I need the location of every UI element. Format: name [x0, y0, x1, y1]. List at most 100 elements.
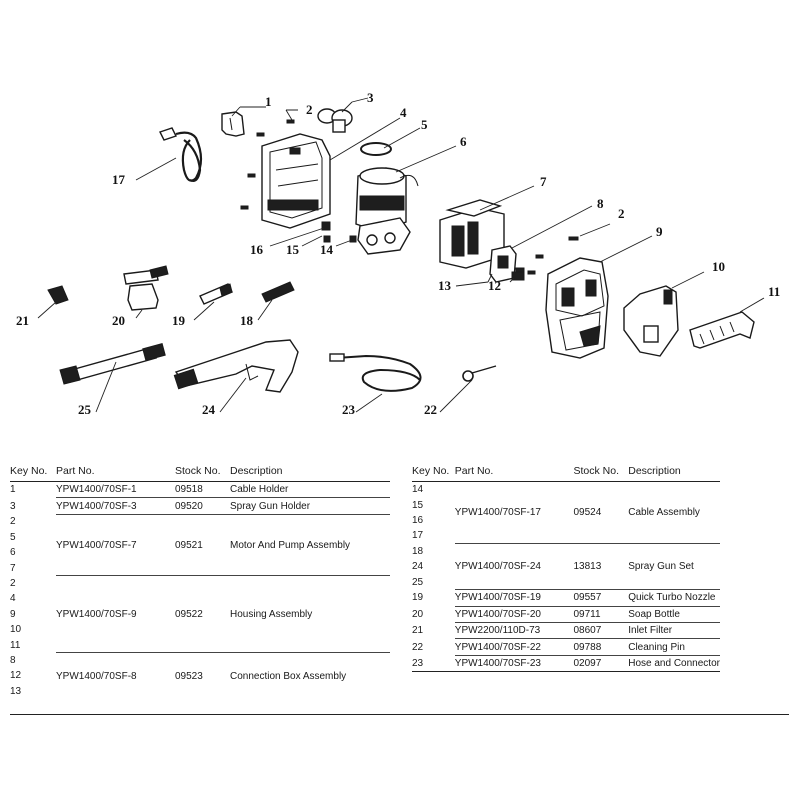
part-14-screw: [349, 235, 357, 243]
key-no: 23: [412, 657, 424, 669]
stock-no: 09788: [573, 638, 629, 656]
callout-12: 12: [488, 278, 501, 293]
callout-3: 3: [367, 90, 374, 105]
callout-19: 19: [172, 313, 186, 328]
key-no: 3: [10, 500, 16, 512]
callout-20: 20: [112, 313, 125, 328]
key-no: 16: [412, 514, 424, 526]
table-row: 15: [412, 497, 720, 512]
table-row: 11: [10, 637, 390, 652]
part-6-motor-pump: [355, 167, 419, 255]
part-18-nozzle: [261, 281, 295, 303]
callout-18: 18: [240, 313, 254, 328]
key-no: 17: [412, 530, 424, 542]
part-no: YPW1400/70SF-9: [56, 575, 175, 654]
parts-table-right: Key No. Part No. Stock No. Description 1…: [412, 464, 720, 671]
screws: [240, 119, 579, 275]
table-row: 2 YPW1400/70SF-7 09521 Motor And Pump As…: [10, 514, 390, 577]
header-description: Description: [628, 464, 720, 482]
part-22-cleaning-pin: [462, 365, 497, 382]
key-no: 6: [10, 547, 16, 559]
key-no: 10: [10, 624, 22, 636]
description: Connection Box Assembly: [230, 670, 347, 682]
key-no: 2: [10, 516, 16, 528]
header-key-no: Key No.: [412, 464, 455, 482]
key-no: 5: [10, 531, 16, 543]
key-no: 15: [412, 499, 424, 511]
part-no: YPW1400/70SF-24: [454, 543, 574, 591]
key-no: 4: [10, 593, 16, 605]
callout-17: 17: [112, 172, 126, 187]
description: Soap Bottle: [628, 606, 720, 624]
part-25-lance: [59, 343, 166, 385]
key-no: 11: [10, 639, 21, 651]
part-17-cable: [159, 127, 203, 182]
key-no: 12: [10, 670, 22, 682]
callout-22: 22: [424, 402, 437, 417]
part-24-spray-gun: [173, 339, 299, 393]
part-3-spray-gun-holder: [317, 108, 353, 133]
part-4-rear-housing: [261, 133, 331, 229]
table-row: 19 YPW1400/70SF-19 09557 Quick Turbo Noz…: [412, 589, 720, 607]
part-5-o-ring: [360, 142, 392, 156]
part-no: YPW1400/70SF-17: [454, 481, 574, 545]
part-no: YPW1400/70SF-3: [56, 497, 175, 515]
description: Spray Gun Set: [628, 543, 720, 591]
stock-no: 13813: [573, 543, 629, 591]
part-20-soap-bottle: [123, 265, 169, 311]
part-9-housing: [545, 257, 609, 359]
table-row: 23 YPW1400/70SF-23 02097 Hose and Connec…: [412, 655, 720, 671]
table-row: 14 YPW1400/70SF-17 09524 Cable Assembly: [412, 481, 720, 545]
key-no: 13: [10, 685, 22, 697]
table-row: 4: [10, 591, 390, 606]
table-row: 10: [10, 622, 390, 637]
description: Motor And Pump Assembly: [230, 514, 390, 577]
part-7-front-cover: [439, 199, 505, 269]
key-no: 8: [10, 654, 16, 666]
part-no: YPW1400/70SF-22: [454, 638, 574, 656]
description: Cleaning Pin: [628, 638, 720, 656]
key-no: 9: [10, 608, 16, 620]
callout-10: 10: [712, 259, 725, 274]
part-no: YPW1400/70SF-23: [454, 657, 541, 669]
description: Quick Turbo Nozzle: [628, 589, 720, 607]
header-part-no: Part No.: [454, 464, 574, 482]
callout-6: 6: [460, 134, 467, 149]
table-row: 18 YPW1400/70SF-24 13813 Spray Gun Set: [412, 543, 720, 591]
stock-no: 09557: [573, 589, 629, 607]
stock-no: 09523: [175, 670, 203, 682]
table-row: 16: [412, 513, 720, 528]
part-8-connection-box: [489, 245, 525, 283]
description: Housing Assembly: [230, 575, 390, 654]
description: Hose and Connector: [628, 657, 720, 669]
leader-lines: [37, 97, 765, 413]
table-row: 20 YPW1400/70SF-20 09711 Soap Bottle: [412, 606, 720, 624]
description: Cable Holder: [230, 481, 390, 499]
stock-no: 09524: [573, 481, 629, 545]
part-no: YPW1400/70SF-20: [454, 606, 574, 624]
part-no: YPW1400/70SF-1: [56, 481, 175, 499]
table-row: 8 YPW1400/70SF-8 09523 Connection Box As…: [10, 653, 390, 682]
stock-no: 09518: [175, 481, 230, 499]
stock-no: 08607: [573, 622, 629, 640]
callout-7: 7: [540, 174, 547, 189]
part-15-clip: [321, 221, 331, 231]
header-key-no: Key No.: [10, 464, 56, 482]
part-10-rear-panel: [623, 285, 679, 357]
table-row: 24: [412, 559, 720, 574]
table-row: 7: [10, 560, 390, 575]
key-no: 2: [10, 578, 16, 590]
table-row: 2 YPW1400/70SF-9 09522 Housing Assembly: [10, 575, 390, 654]
callout-1: 1: [265, 94, 272, 109]
callout-13: 13: [438, 278, 452, 293]
part-no: YPW1400/70SF-19: [454, 589, 574, 607]
callout-9: 9: [656, 224, 663, 239]
part-no: YPW2200/110D-73: [454, 622, 574, 640]
callout-25: 25: [78, 402, 92, 417]
header-stock-no: Stock No.: [175, 464, 230, 482]
description: Inlet Filter: [628, 622, 720, 640]
parts-table-left: Key No. Part No. Stock No. Description 1…: [10, 464, 390, 699]
part-11-handle: [689, 311, 755, 349]
key-no: 20: [412, 608, 424, 620]
key-no: 25: [412, 576, 424, 588]
